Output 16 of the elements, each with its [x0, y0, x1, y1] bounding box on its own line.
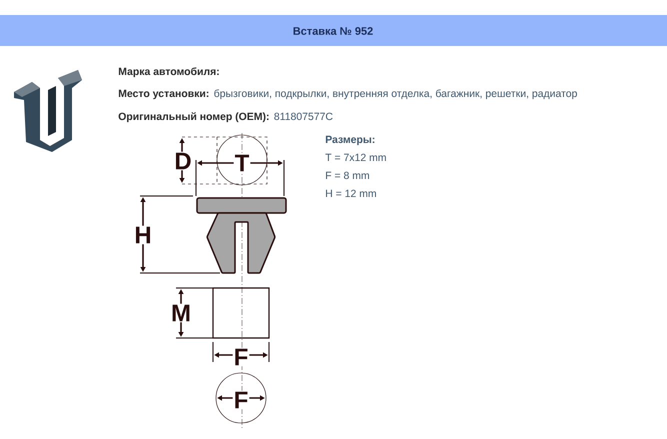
field-label: Оригинальный номер (OEM):: [118, 112, 268, 122]
field-value: 811807577C: [274, 112, 333, 120]
title-bar: Вставка № 952: [0, 15, 667, 46]
dimension-letter: H: [133, 226, 153, 244]
dimension-letter: T: [234, 154, 250, 172]
dimension-letter: F: [232, 390, 250, 410]
field-value: брызговики, подкрылки, внутренняя отделка, багажник, решетки, радиатор: [214, 89, 577, 100]
dimension-text: T = 7x12 mm: [325, 154, 386, 161]
field-label: Место установки:: [118, 90, 208, 100]
dimension-letter: M: [170, 304, 192, 322]
dimension-letter: D: [173, 152, 193, 170]
dimension-heading: Размеры:: [326, 136, 374, 146]
field-label: Марка автомобиля:: [118, 67, 219, 78]
dimension-text: F = 8 mm: [326, 172, 369, 180]
dimension-text: H = 12 mm: [326, 190, 376, 197]
dimension-letter: F: [232, 348, 250, 366]
